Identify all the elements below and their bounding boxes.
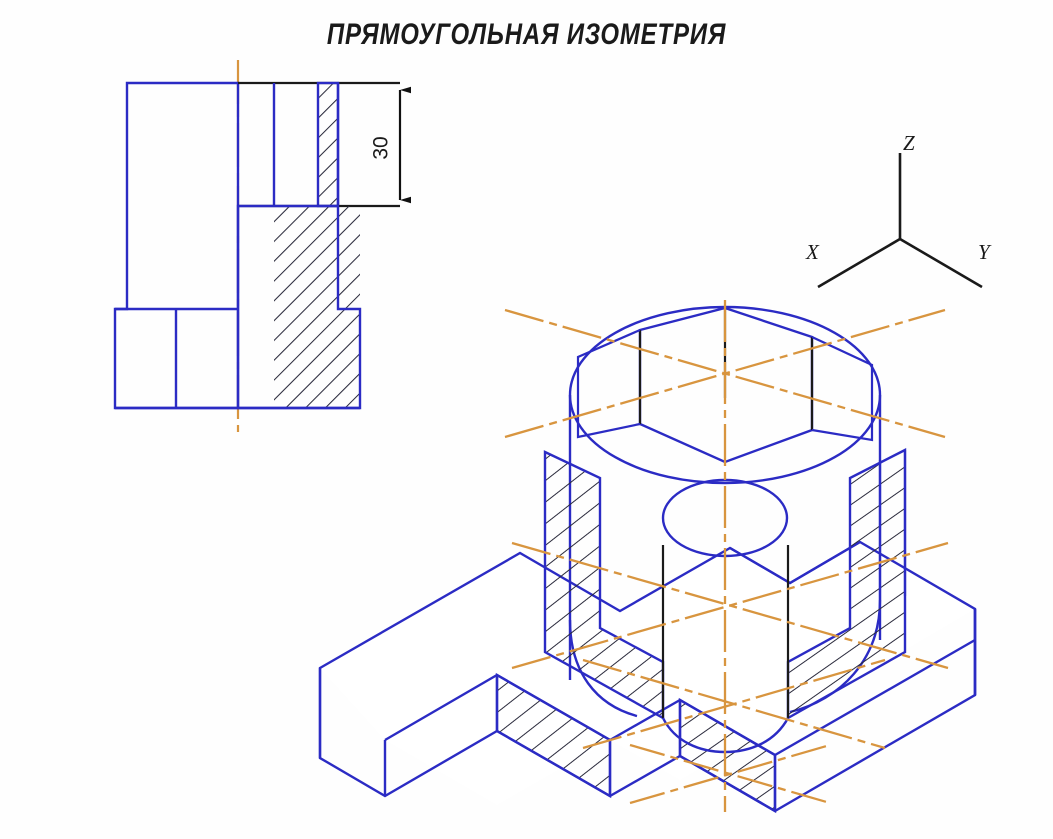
axis-triad-group xyxy=(817,153,983,289)
boss-right-step xyxy=(878,450,907,600)
page-title: ПРЯМОУГОЛЬНАЯ ИЗОМЕТРИЯ xyxy=(326,18,727,51)
axis-mid-right xyxy=(511,541,949,670)
axis-triad-y-ray xyxy=(899,237,983,289)
hex-mouth-bevel-right xyxy=(811,336,874,442)
orthographic-view-group xyxy=(113,60,411,437)
axis-label-x: X xyxy=(806,240,819,264)
dimension-value-30: 30 xyxy=(369,136,393,160)
ortho-lower-outline xyxy=(236,204,362,410)
hex-mouth-bevel-left xyxy=(576,328,641,439)
axis-triad-x-ray xyxy=(817,237,901,289)
ortho-upper-hatch xyxy=(318,84,338,206)
base-cut-face-left xyxy=(495,672,612,799)
axis-low-right xyxy=(582,658,886,750)
base-plate-back-notch xyxy=(729,540,861,585)
axis-label-z: Z xyxy=(903,131,915,155)
axis-bottom-right xyxy=(629,743,831,805)
ortho-lower-hatch xyxy=(274,206,360,409)
isometric-centerlines xyxy=(504,300,949,812)
axis-label-y: Y xyxy=(978,240,990,264)
axis-top-right xyxy=(504,308,946,439)
isometric-view-group xyxy=(318,300,977,814)
